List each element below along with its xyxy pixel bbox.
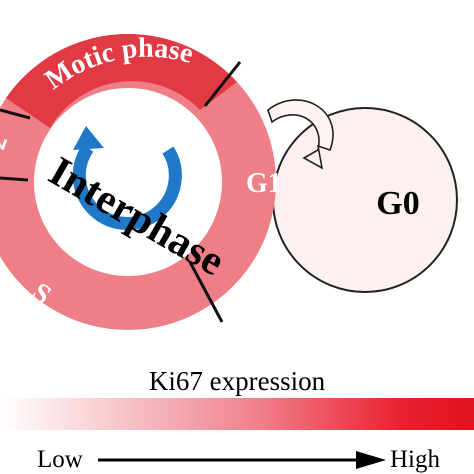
ki67-expression-title: Ki67 expression xyxy=(148,366,326,396)
low-to-high-arrow-icon xyxy=(98,451,386,469)
divider-g2-s xyxy=(0,176,29,182)
high-label: High xyxy=(390,446,440,473)
g0-label: G0 xyxy=(376,185,419,222)
divider-mitotic-g1 xyxy=(203,61,242,107)
low-label: Low xyxy=(37,446,83,473)
g1-label: G1 xyxy=(246,168,282,199)
divider-mitotic-g2 xyxy=(0,108,31,120)
ki67-gradient-bar xyxy=(0,398,474,430)
cycle-arrow-icon xyxy=(72,126,182,230)
g0-circle xyxy=(272,107,458,293)
mitotic-phase-segment xyxy=(6,33,237,128)
g1-to-g0-arrow xyxy=(267,99,334,170)
divider-s-g1 xyxy=(188,261,224,323)
inner-disc xyxy=(34,88,222,276)
